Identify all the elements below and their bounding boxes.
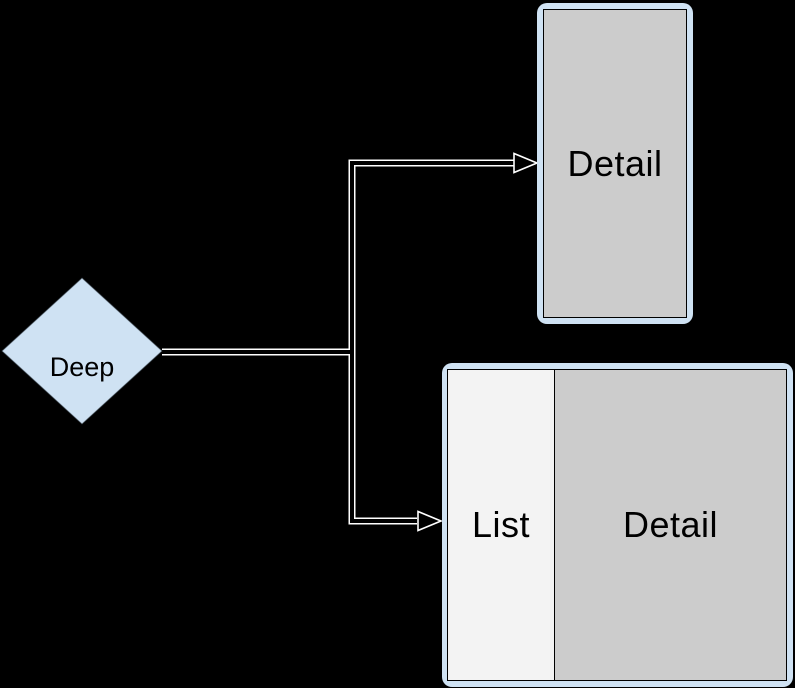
connector-junction-to-tablet: [348, 352, 417, 525]
arrow-head-phone: [513, 152, 540, 174]
tablet-frame: List Detail: [442, 363, 793, 687]
connector-junction-to-phone: [348, 159, 516, 352]
tablet-detail-pane: Detail: [555, 370, 786, 680]
phone-frame: Detail: [537, 3, 693, 324]
deep-link-label: Deep link: [22, 316, 142, 486]
arrow-head-tablet: [417, 510, 444, 532]
deep-link-label-line1: Deep: [49, 352, 115, 382]
connector-junction-to-tablet-core: [350, 352, 417, 523]
tablet-detail-label: Detail: [622, 504, 719, 545]
phone-detail-label: Detail: [567, 142, 663, 184]
deep-link-label-line2: link: [61, 420, 103, 450]
tablet-screen: List Detail: [447, 369, 787, 681]
tablet-list-label: List: [471, 504, 531, 545]
connector-cores: [162, 161, 516, 523]
phone-screen: Detail: [543, 9, 687, 318]
deep-link-diamond: [1, 277, 163, 425]
tablet-list-pane: List: [448, 370, 555, 680]
connector-junction-to-phone-core: [350, 161, 516, 352]
